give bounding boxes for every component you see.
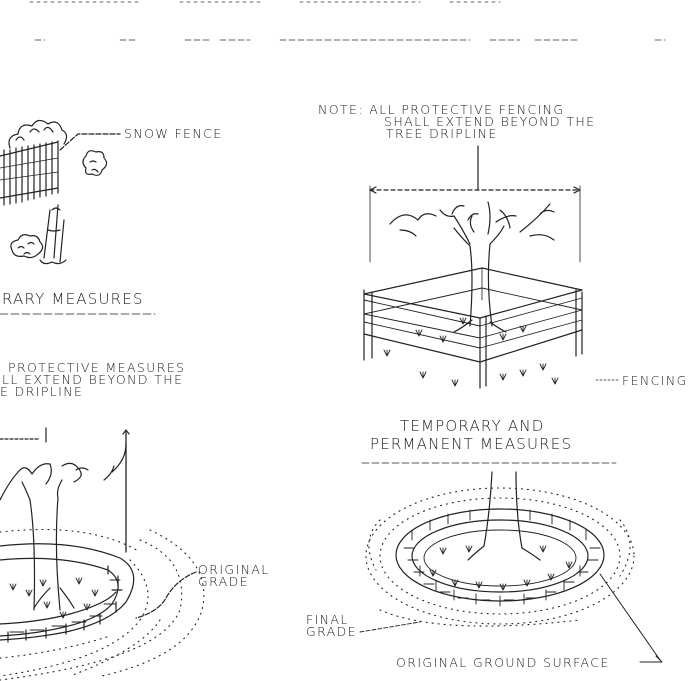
temp-perm-title-line1: TEMPORARY AND xyxy=(400,418,545,435)
original-ground-surface-label: ORIGINAL GROUND SURFACE xyxy=(396,657,610,669)
fencing-label: FENCING xyxy=(622,375,688,387)
temporary-measures-title: RARY MEASURES xyxy=(2,291,144,308)
snow-fence-label: SNOW FENCE xyxy=(124,128,223,140)
left-note-line3: E DRIPLINE xyxy=(0,386,83,398)
original-grade-label-line2: GRADE xyxy=(198,576,249,588)
tree-well-sketch xyxy=(360,472,662,662)
final-grade-leader xyxy=(360,622,420,632)
top-scan-lines xyxy=(30,2,665,40)
snow-fence-sketch xyxy=(0,120,120,263)
right-tree-fence-sketch xyxy=(364,146,620,388)
temp-perm-title-line2: PERMANENT MEASURES xyxy=(370,436,572,453)
original-ground-leader xyxy=(600,574,660,660)
note-line3: TREE DRIPLINE xyxy=(386,128,498,140)
final-grade-label-line2: GRADE xyxy=(306,626,357,638)
left-tree-wall-sketch xyxy=(0,428,204,680)
